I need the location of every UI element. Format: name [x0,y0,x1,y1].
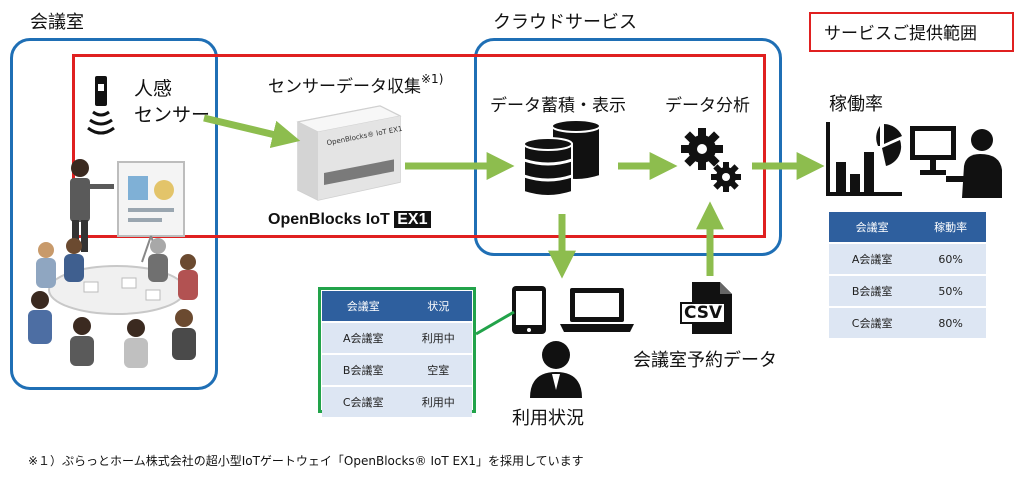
utilization-table: 会議室 稼動率 A会議室 60% B会議室 50% C会議室 80% [829,212,986,338]
table-cell: 80% [915,306,986,338]
service-scope-legend [809,12,1014,52]
table-cell: 利用中 [404,385,472,417]
device-brand-label: OpenBlocks IoT EX1 [268,211,431,229]
device-brand-text: OpenBlocks IoT [268,211,390,228]
gateway-device [296,105,402,201]
person-computer-icon [910,126,1002,198]
usage-status-label: 利用状況 [512,408,584,429]
data-store-label: データ蓄積・表示 [490,96,626,116]
user-icon [530,341,582,398]
meeting-room-frame [10,38,218,390]
service-scope-label: サービスご提供範囲 [824,24,977,44]
status-table-header-room: 会議室 [322,291,405,322]
utilization-label: 稼働率 [829,94,883,115]
table-cell: B会議室 [829,274,916,307]
cloud-service-frame [474,38,782,256]
service-scope-frame [72,54,766,238]
table-cell: B会議室 [322,353,405,386]
sensor-icon [87,76,115,135]
table-row: C会議室 利用中 [322,385,472,417]
analytics-chart-icon [826,122,902,196]
table-cell: 50% [915,274,986,307]
utilization-table-header: 会議室 稼動率 [829,212,986,243]
table-row: B会議室 空室 [322,353,472,386]
status-table: 会議室 状況 A会議室 利用中 B会議室 空室 C会議室 利用中 [322,291,472,417]
meeting-illustration [28,159,198,368]
human-sensor-label: 人感 センサー [134,78,211,126]
table-cell: 利用中 [404,321,472,354]
table-cell: C会議室 [322,385,405,417]
arrow-sensor-to-gateway [203,114,301,149]
database-icon [523,119,601,197]
tablet-icon [512,286,546,334]
table-cell: A会議室 [322,321,405,354]
table-cell: 60% [915,242,986,275]
status-table-header-status: 状況 [404,291,472,322]
table-row: A会議室 60% [829,242,986,275]
utilization-table-header-rate: 稼動率 [915,212,986,243]
footnote: ※１）ぷらっとホーム株式会社の超小型IoTゲートウェイ「OpenBlocks® … [28,454,584,468]
table-row: A会議室 利用中 [322,321,472,354]
table-cell: 空室 [404,353,472,386]
connector-status-table-to-tablet [475,310,515,336]
gears-icon [681,128,741,192]
device-model-badge: EX1 [394,211,431,228]
utilization-table-header-room: 会議室 [829,212,916,243]
table-row: B会議室 50% [829,274,986,307]
table-row: C会議室 80% [829,306,986,338]
table-cell: A会議室 [829,242,916,275]
status-table-header: 会議室 状況 [322,291,472,322]
cloud-service-label: クラウドサービス [493,12,637,33]
sensor-collect-note: ※1) [421,72,444,86]
data-analysis-label: データ分析 [665,96,750,116]
laptop-icon [560,288,634,332]
reservation-data-label: 会議室予約データ [633,350,777,371]
table-cell: C会議室 [829,306,916,338]
meeting-room-label: 会議室 [30,12,84,33]
sensor-collect-text: センサーデータ収集 [268,77,421,97]
sensor-collect-label: センサーデータ収集※1) [268,72,443,97]
csv-label: CSV [680,302,727,324]
